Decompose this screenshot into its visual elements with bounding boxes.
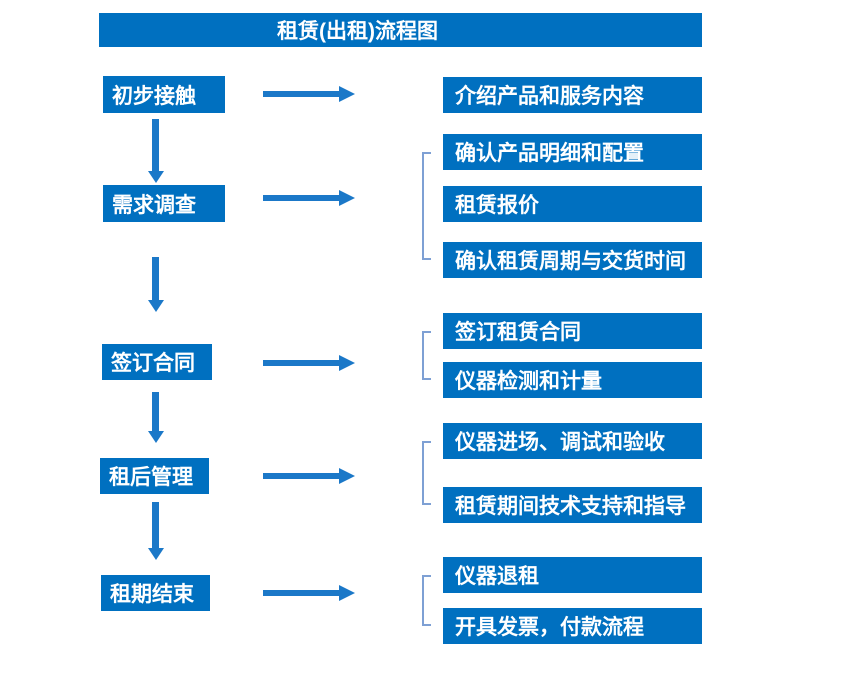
group-bracket-3: [422, 331, 431, 380]
output-box-4-1: 仪器进场、调试和验收: [443, 423, 702, 459]
down-arrow-2: [148, 257, 164, 312]
right-arrow-shaft: [263, 360, 340, 366]
flowchart-title-bar: 租赁(出租)流程图: [99, 13, 702, 47]
down-arrow-1: [148, 119, 164, 183]
output-box-4-2: 租赁期间技术支持和指导: [443, 487, 702, 523]
down-arrow-head: [148, 431, 164, 443]
stage-box-1: 初步接触: [103, 76, 225, 113]
stage-box-2: 需求调查: [103, 185, 225, 222]
stage-box-3: 签订合同: [102, 344, 212, 380]
output-label: 确认租赁周期与交货时间: [455, 250, 686, 273]
output-box-3-1: 签订租赁合同: [443, 313, 702, 349]
right-arrow-1: [263, 86, 355, 102]
down-arrow-shaft: [152, 502, 159, 548]
right-arrow-head: [339, 355, 355, 371]
down-arrow-head: [148, 548, 164, 560]
output-label: 签订租赁合同: [455, 321, 581, 344]
stage-label-1: 初步接触: [112, 84, 196, 108]
right-arrow-head: [339, 468, 355, 484]
output-box-2-3: 确认租赁周期与交货时间: [443, 242, 702, 278]
output-label: 确认产品明细和配置: [455, 142, 644, 165]
right-arrow-head: [339, 190, 355, 206]
right-arrow-shaft: [263, 473, 340, 479]
right-arrow-head: [339, 585, 355, 601]
group-bracket-5: [422, 575, 431, 626]
output-box-2-2: 租赁报价: [443, 186, 702, 222]
output-label: 介绍产品和服务内容: [455, 85, 644, 108]
stage-label-2: 需求调查: [112, 193, 196, 217]
group-bracket-2: [422, 152, 431, 260]
right-arrow-shaft: [263, 195, 340, 201]
output-box-2-1: 确认产品明细和配置: [443, 134, 702, 170]
output-box-3-2: 仪器检测和计量: [443, 362, 702, 398]
stage-box-4: 租后管理: [100, 458, 209, 494]
stage-label-4: 租后管理: [109, 466, 193, 489]
right-arrow-5: [263, 585, 355, 601]
stage-label-3: 签订合同: [111, 352, 195, 375]
output-box-5-1: 仪器退租: [443, 557, 702, 593]
output-label: 仪器进场、调试和验收: [455, 431, 665, 454]
output-box-5-2: 开具发票，付款流程: [443, 608, 702, 644]
down-arrow-shaft: [152, 392, 159, 431]
output-label: 租赁期间技术支持和指导: [455, 495, 686, 518]
stage-box-5: 租期结束: [101, 575, 210, 611]
right-arrow-shaft: [263, 91, 340, 97]
output-label: 租赁报价: [455, 194, 539, 217]
down-arrow-4: [148, 502, 164, 560]
output-label: 仪器检测和计量: [455, 370, 602, 393]
stage-label-5: 租期结束: [110, 583, 194, 606]
down-arrow-3: [148, 392, 164, 443]
flowchart-title: 租赁(出租)流程图: [277, 20, 438, 43]
down-arrow-shaft: [152, 119, 159, 171]
down-arrow-shaft: [152, 257, 159, 300]
right-arrow-4: [263, 468, 355, 484]
down-arrow-head: [148, 300, 164, 312]
output-label: 仪器退租: [455, 565, 539, 588]
down-arrow-head: [148, 171, 164, 183]
right-arrow-3: [263, 355, 355, 371]
output-label: 开具发票，付款流程: [455, 616, 644, 639]
right-arrow-shaft: [263, 590, 340, 596]
right-arrow-head: [339, 86, 355, 102]
right-arrow-2: [263, 190, 355, 206]
group-bracket-4: [422, 441, 431, 505]
output-box-1-1: 介绍产品和服务内容: [443, 77, 702, 113]
